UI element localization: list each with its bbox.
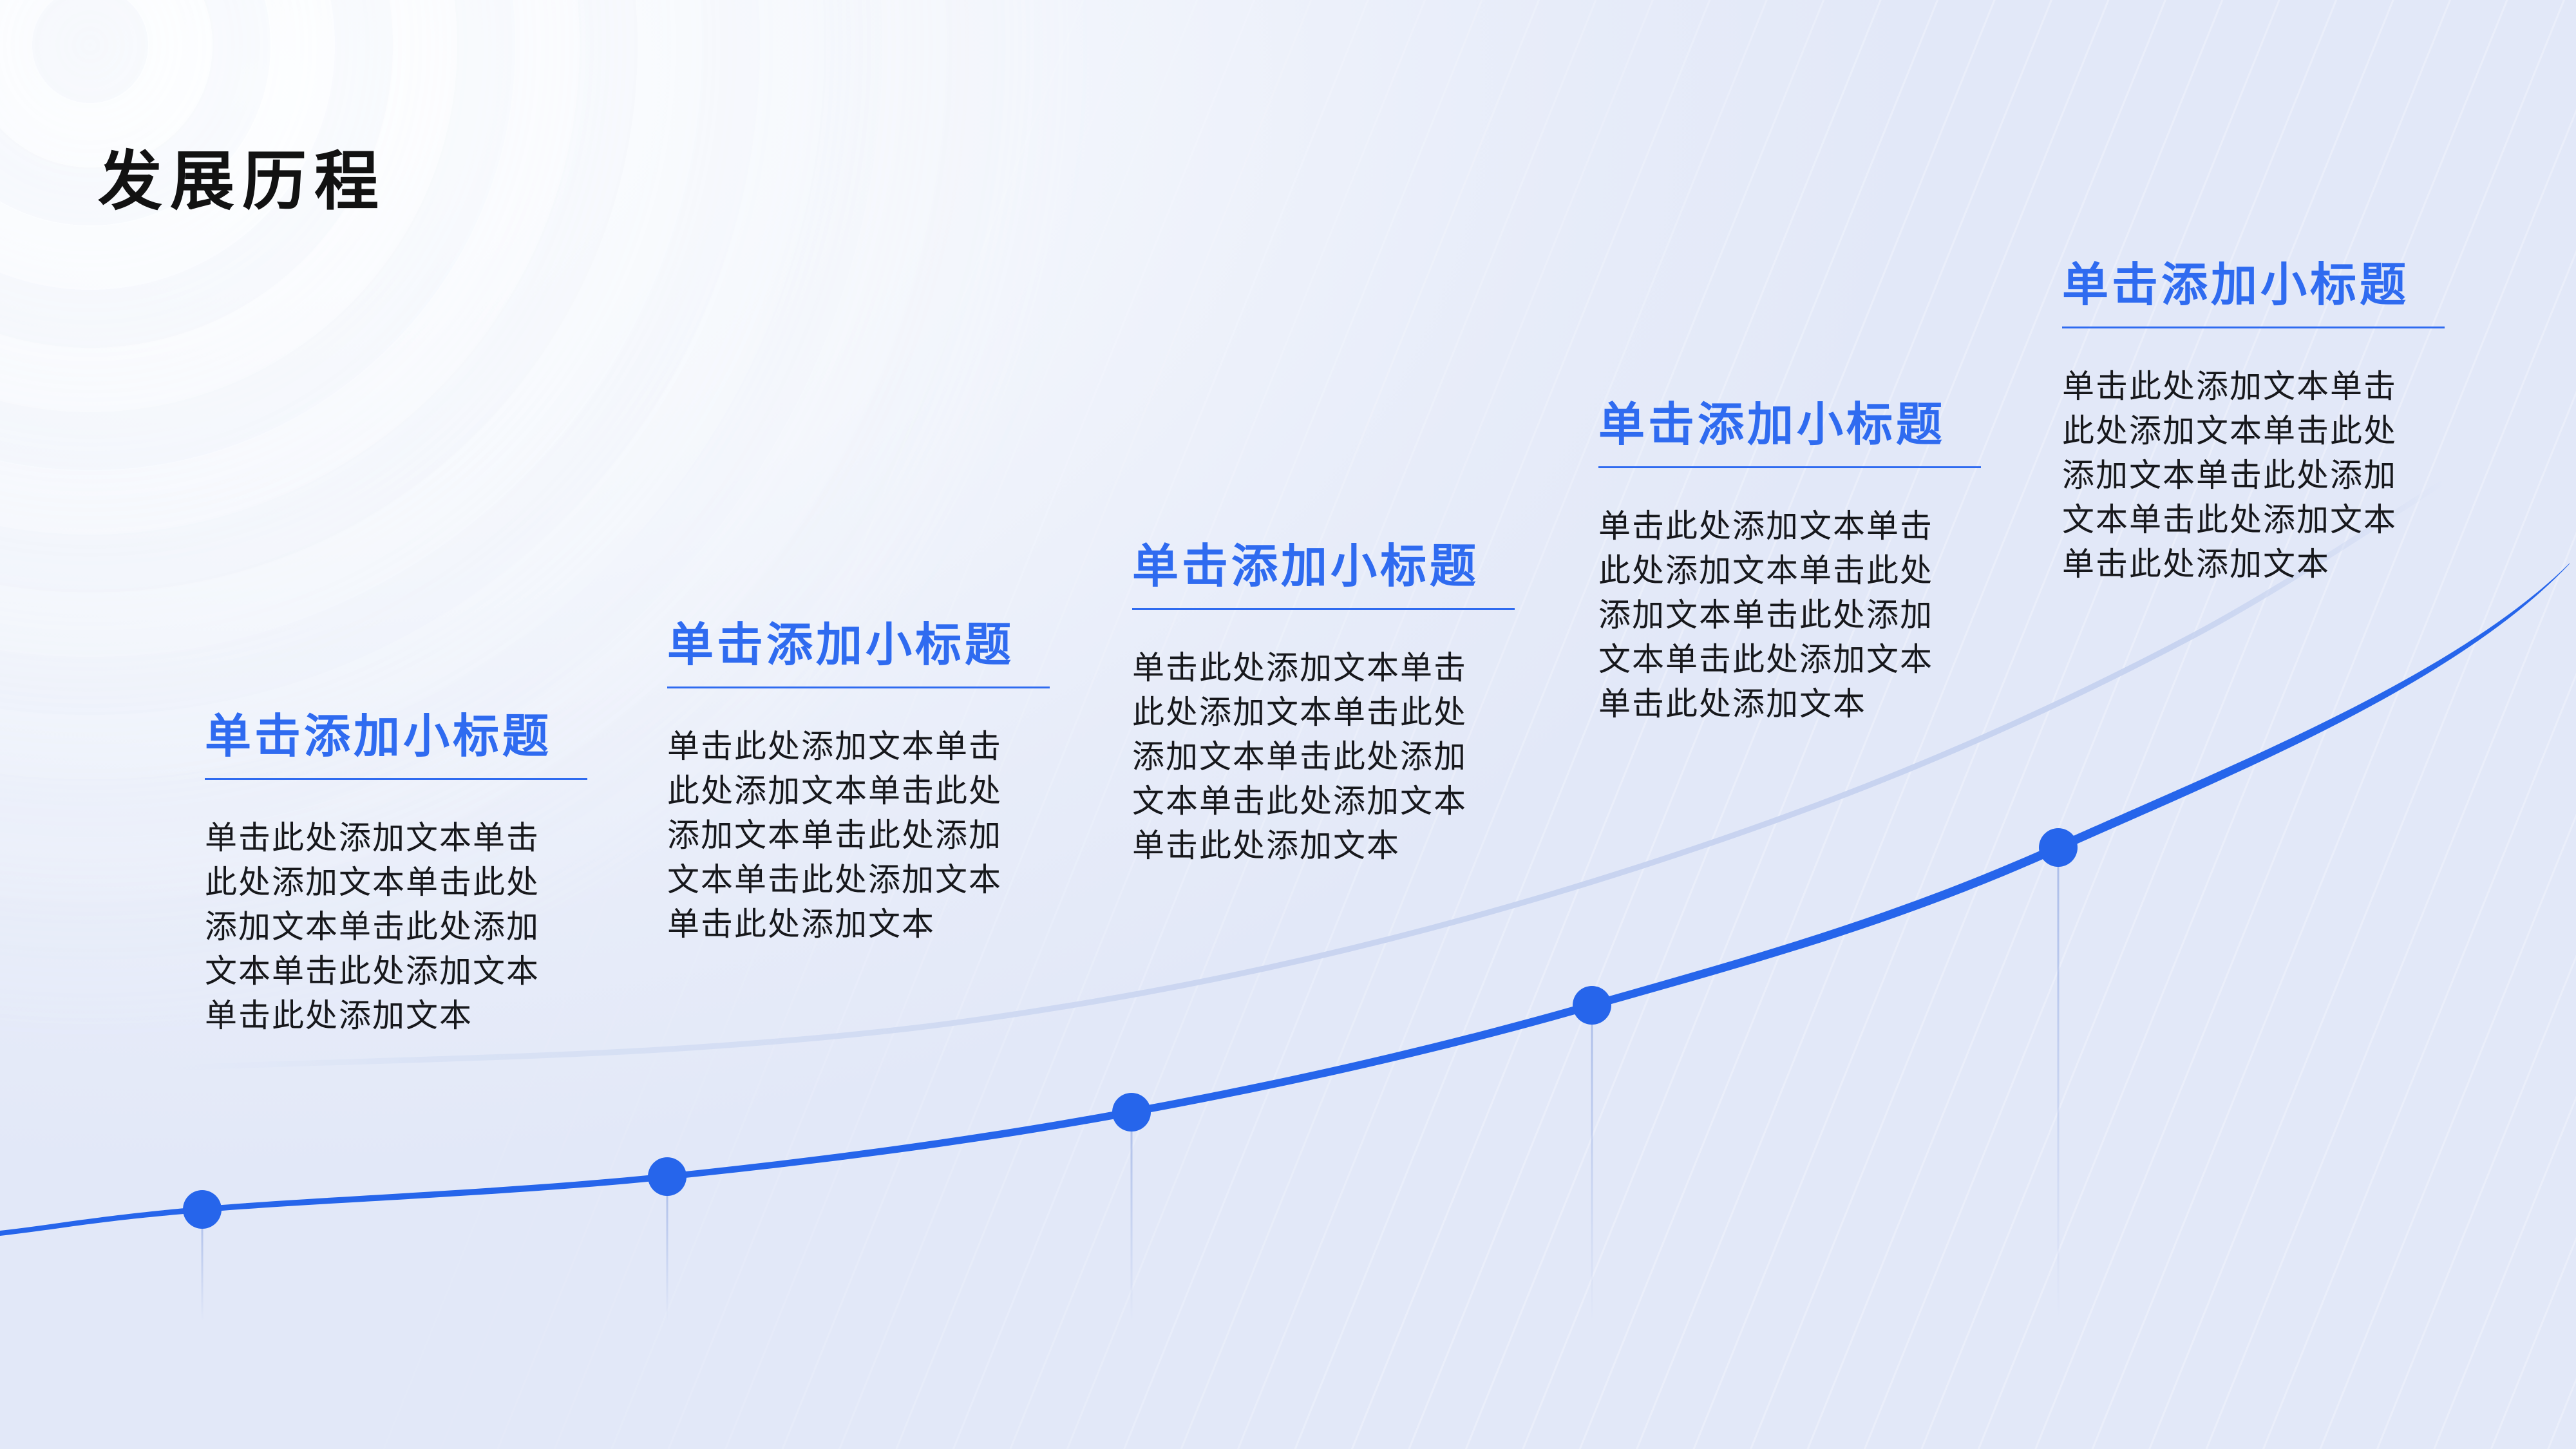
body-line: 添加文本单击此处添加 — [1598, 597, 1933, 633]
body-line: 添加文本单击此处添加 — [667, 817, 1002, 853]
body-line: 单击此处添加文本 — [1132, 828, 1400, 864]
body-line: 添加文本单击此处添加 — [2062, 457, 2397, 493]
body-line: 单击此处添加文本 — [205, 998, 473, 1034]
milestone-subtitle[interactable]: 单击添加小标题 — [2062, 260, 2410, 311]
body-line: 此处添加文本单击此处 — [667, 773, 1002, 809]
subtitle-underline — [1132, 608, 1515, 610]
milestone-subtitle[interactable]: 单击添加小标题 — [1598, 399, 1946, 451]
milestone-body[interactable]: 单击此处添加文本单击 此处添加文本单击此处 添加文本单击此处添加 文本单击此处添… — [205, 816, 617, 1038]
milestone-body[interactable]: 单击此处添加文本单击 此处添加文本单击此处 添加文本单击此处添加 文本单击此处添… — [1598, 504, 2011, 726]
body-line: 单击此处添加文本 — [2062, 546, 2330, 582]
timeline-dot — [648, 1157, 687, 1196]
page-title: 发展历程 — [98, 146, 386, 218]
subtitle-underline — [667, 687, 1050, 688]
timeline-dot — [183, 1190, 222, 1229]
body-line: 单击此处添加文本单击 — [205, 820, 540, 856]
body-line: 单击此处添加文本单击 — [1132, 650, 1467, 686]
milestone-subtitle[interactable]: 单击添加小标题 — [205, 711, 553, 762]
subtitle-underline — [2062, 327, 2445, 328]
body-line: 单击此处添加文本单击 — [1598, 508, 1933, 544]
timeline-dot — [2039, 828, 2078, 867]
body-line: 单击此处添加文本 — [1598, 686, 1866, 722]
subtitle-underline — [1598, 466, 1981, 468]
milestone-block-3: 单击添加小标题 单击此处添加文本单击 此处添加文本单击此处 添加文本单击此处添加… — [1132, 542, 1544, 868]
body-line: 此处添加文本单击此处 — [1132, 694, 1467, 730]
body-line: 单击此处添加文本单击 — [667, 728, 1002, 764]
body-line: 添加文本单击此处添加 — [1132, 739, 1467, 775]
body-line: 添加文本单击此处添加 — [205, 909, 540, 945]
milestone-body[interactable]: 单击此处添加文本单击 此处添加文本单击此处 添加文本单击此处添加 文本单击此处添… — [2062, 365, 2474, 587]
milestone-block-1: 单击添加小标题 单击此处添加文本单击 此处添加文本单击此处 添加文本单击此处添加… — [205, 712, 617, 1038]
body-line: 单击此处添加文本 — [667, 906, 935, 942]
milestone-block-5: 单击添加小标题 单击此处添加文本单击 此处添加文本单击此处 添加文本单击此处添加… — [2062, 261, 2474, 587]
body-line: 此处添加文本单击此处 — [2062, 413, 2397, 449]
milestone-body[interactable]: 单击此处添加文本单击 此处添加文本单击此处 添加文本单击此处添加 文本单击此处添… — [1132, 646, 1544, 868]
body-line: 文本单击此处添加文本 — [1132, 783, 1467, 819]
milestone-subtitle[interactable]: 单击添加小标题 — [1132, 541, 1480, 592]
body-line: 单击此处添加文本单击 — [2062, 368, 2397, 404]
body-line: 文本单击此处添加文本 — [667, 862, 1002, 898]
milestone-block-4: 单击添加小标题 单击此处添加文本单击 此处添加文本单击此处 添加文本单击此处添加… — [1598, 401, 2011, 726]
timeline-dot — [1573, 986, 1611, 1025]
body-line: 文本单击此处添加文本 — [1598, 641, 1933, 677]
milestone-body[interactable]: 单击此处添加文本单击 此处添加文本单击此处 添加文本单击此处添加 文本单击此处添… — [667, 724, 1079, 947]
body-line: 文本单击此处添加文本 — [2062, 502, 2397, 538]
body-line: 此处添加文本单击此处 — [1598, 553, 1933, 589]
body-line: 此处添加文本单击此处 — [205, 864, 540, 900]
milestone-subtitle[interactable]: 单击添加小标题 — [667, 620, 1015, 671]
milestone-block-2: 单击添加小标题 单击此处添加文本单击 此处添加文本单击此处 添加文本单击此处添加… — [667, 621, 1079, 947]
timeline-dot — [1112, 1093, 1151, 1132]
body-line: 文本单击此处添加文本 — [205, 953, 540, 989]
subtitle-underline — [205, 778, 587, 780]
